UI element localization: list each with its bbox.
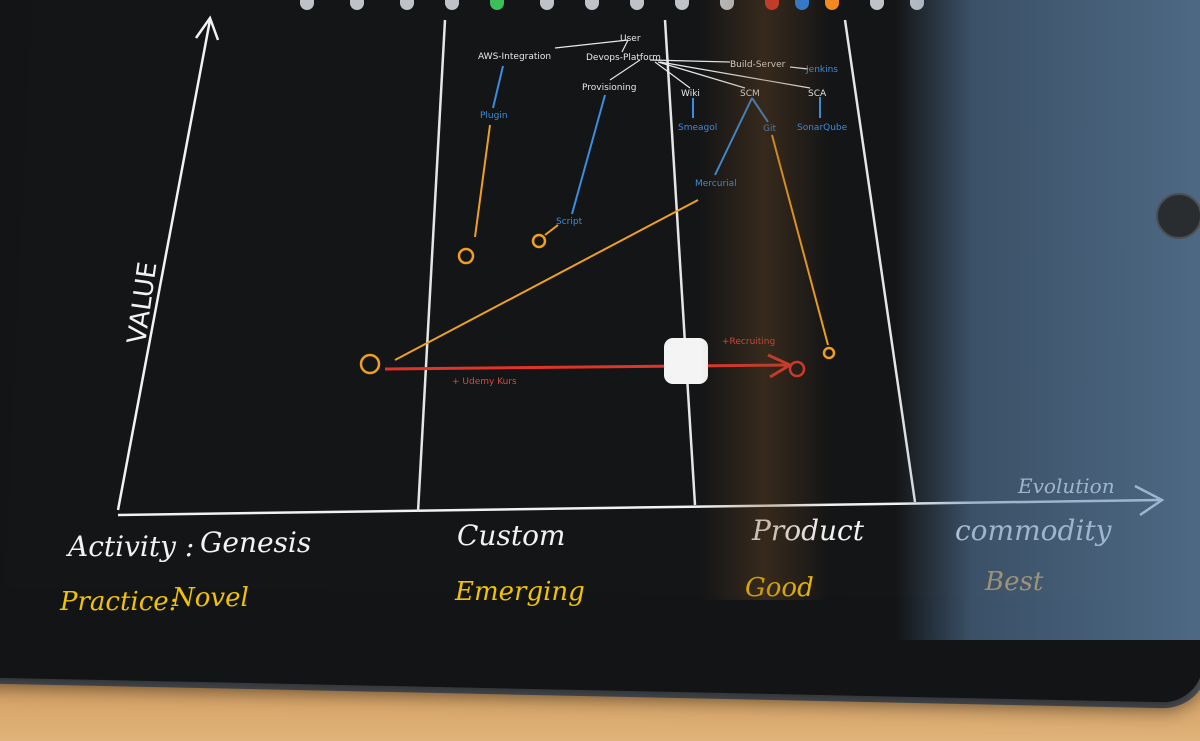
label-provisioning: Provisioning [582, 83, 636, 93]
label-jenkins: Jenkins [805, 65, 838, 75]
color-orange-icon[interactable] [825, 0, 839, 10]
stage-commodity: commodity [955, 514, 1113, 547]
divider-custom-product [663, 19, 697, 506]
mercurial-novel-node [359, 353, 381, 375]
plugin-node [457, 247, 475, 265]
value-chain-links [554, 39, 811, 89]
camera-tool-icon[interactable] [630, 0, 644, 10]
label-devops-platform: Devops-Platform [586, 53, 661, 63]
label-git: Git [763, 124, 776, 134]
practice-row-label: Practice: [59, 587, 177, 617]
label-plugin: Plugin [480, 111, 508, 121]
y-axis-label: VALUE [122, 260, 163, 346]
annotation-recruiting: +Recruiting [722, 337, 775, 347]
y-axis [116, 15, 220, 511]
home-button[interactable] [1156, 193, 1200, 239]
x-axis-label: Evolution [1017, 474, 1115, 498]
stage-product: Product [751, 514, 865, 547]
color-blue-icon[interactable] [795, 0, 809, 10]
label-script: Script [556, 217, 583, 227]
orange-links [394, 124, 829, 361]
highlighter-tool-icon[interactable] [445, 0, 459, 10]
label-sca: SCA [808, 89, 827, 99]
label-user: User [620, 34, 641, 44]
practice-emerging: Emerging [454, 577, 585, 607]
stage-genesis: Genesis [200, 526, 311, 559]
red-evolution-arrow [384, 353, 806, 379]
image-tool-icon[interactable] [585, 0, 599, 10]
practice-best: Best [984, 567, 1044, 597]
x-axis [117, 484, 1165, 517]
stage-custom: Custom [457, 519, 566, 552]
git-node [822, 346, 836, 360]
annotation-udemy: + Udemy Kurs [452, 377, 517, 387]
label-smeagol: Smeagol [678, 123, 717, 133]
label-build-server: Build-Server [730, 60, 786, 70]
practice-novel: Novel [171, 583, 249, 613]
label-aws-integration: AWS-Integration [478, 52, 551, 62]
pointer-cursor [664, 338, 708, 384]
practice-good: Good [745, 573, 814, 603]
activity-row-label: Activity : [65, 530, 194, 563]
orange-nodes [359, 233, 836, 375]
pencil-tool-icon[interactable] [350, 0, 364, 10]
marker-tool-icon[interactable] [400, 0, 414, 10]
eraser-tool-icon[interactable] [720, 0, 734, 10]
lasso-tool-icon[interactable] [540, 0, 554, 10]
color-green-icon[interactable] [490, 0, 504, 10]
divider-genesis-custom [416, 19, 447, 513]
label-wiki: Wiki [681, 89, 700, 99]
label-mercurial: Mercurial [695, 179, 737, 189]
label-scm: SCM [740, 89, 760, 99]
blue-links [492, 65, 821, 215]
text-tool-icon[interactable] [675, 0, 689, 10]
script-node [531, 233, 547, 249]
color-red-icon[interactable] [765, 0, 779, 10]
divider-product-commodity [843, 19, 917, 503]
pen-tool-icon[interactable] [300, 0, 314, 10]
label-sonarqube: SonarQube [797, 123, 848, 133]
stroke-thin-icon[interactable] [870, 0, 884, 10]
